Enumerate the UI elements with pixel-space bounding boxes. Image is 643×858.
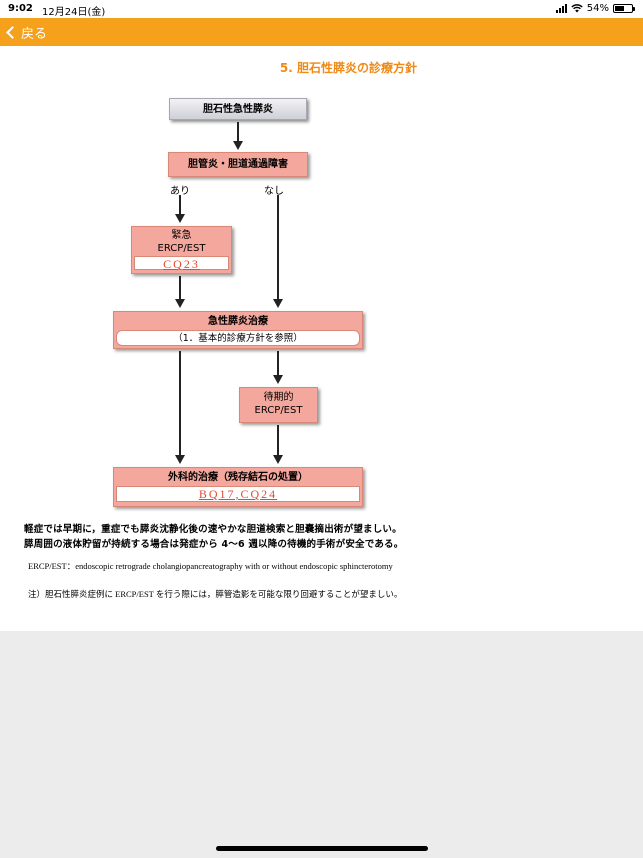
arrow-emergency-head xyxy=(175,299,185,308)
back-label: 戻る xyxy=(21,27,48,42)
arrow-yes xyxy=(179,195,181,215)
flow-box-gallstone-pancreatitis: 胆石性急性膵炎 xyxy=(169,98,307,120)
battery-icon xyxy=(613,4,635,13)
back-button[interactable]: 戻る xyxy=(6,23,48,42)
flow-box-label: 緊急 xyxy=(171,230,192,241)
arrow-no xyxy=(277,195,279,300)
arrow-no-head xyxy=(273,299,283,308)
label-yes: あり xyxy=(170,186,190,197)
flow-box-label: 外科的治療（残存結石の処置） xyxy=(168,472,308,483)
battery-percent: 54% xyxy=(586,3,609,14)
ref-link-cq23[interactable]: CQ23 xyxy=(163,257,200,271)
arrow-delayed-to-surgery xyxy=(277,425,279,456)
arrow-delayed-to-surgery-head xyxy=(273,455,283,464)
flow-box-label: ERCP/EST xyxy=(254,405,303,416)
arrow-yes-head xyxy=(175,214,185,223)
status-time: 9:02 xyxy=(8,3,33,14)
battery-level xyxy=(615,6,624,11)
footnote-note: 注）胆石性膵炎症例に ERCP/EST を行う際には，膵管造影を可能な限り回避す… xyxy=(28,589,403,599)
home-indicator[interactable] xyxy=(216,846,428,851)
page-title: 5. 胆石性膵炎の診療方針 xyxy=(279,61,417,75)
label-no: なし xyxy=(264,186,284,197)
status-indicators: 54% xyxy=(555,3,635,14)
flow-box-sublabel: （1．基本的診療方針を参照） xyxy=(173,333,303,344)
flow-box-sub: （1．基本的診療方針を参照） xyxy=(116,330,360,346)
flow-box-label: 待期的 xyxy=(263,392,294,403)
arrow-treatment-to-delayed xyxy=(277,351,279,376)
ref-box: CQ23 xyxy=(134,256,229,271)
flow-box-emergency-ercp: 緊急 ERCP/EST CQ23 xyxy=(131,226,232,274)
signal-icon xyxy=(555,4,567,13)
flow-box-surgical-treatment: 外科的治療（残存結石の処置） BQ17,CQ24 xyxy=(113,467,363,507)
nav-bar: 戻る xyxy=(0,18,643,46)
arrow-treatment-to-delayed-head xyxy=(273,375,283,384)
arrow-treatment-to-surgery xyxy=(179,351,181,456)
ref-box: BQ17,CQ24 xyxy=(116,486,360,502)
flow-box-label: 胆管炎・胆道通過障害 xyxy=(188,159,288,170)
flow-box-acute-pancreatitis-treatment: 急性膵炎治療 （1．基本的診療方針を参照） xyxy=(113,311,363,349)
arrow-1 xyxy=(237,122,239,142)
flow-box-label: 胆石性急性膵炎 xyxy=(203,103,273,115)
note-line-2: 膵周囲の液体貯留が持続する場合は発症から 4〜6 週以降の待機的手術が安全である… xyxy=(24,539,404,550)
note-line-1: 軽症では早期に，重症でも膵炎沈静化後の速やかな胆道検索と胆嚢摘出術が望ましい。 xyxy=(24,524,402,535)
flow-box-label: ERCP/EST xyxy=(157,243,206,254)
flow-box-delayed-ercp: 待期的 ERCP/EST xyxy=(239,387,318,423)
status-date: 12月24日(金) xyxy=(42,7,106,18)
flow-box-label: 急性膵炎治療 xyxy=(208,316,268,327)
chevron-left-icon xyxy=(6,26,19,39)
ref-link-bq17-cq24[interactable]: BQ17,CQ24 xyxy=(198,487,278,501)
arrow-1-head xyxy=(233,141,243,150)
flow-box-cholangitis: 胆管炎・胆道通過障害 xyxy=(168,152,308,177)
status-bar: 9:02 12月24日(金) 54% xyxy=(0,0,643,18)
wifi-icon xyxy=(571,4,583,13)
footnote-abbreviation: ERCP/EST：endoscopic retrograde cholangio… xyxy=(28,561,393,571)
arrow-emergency xyxy=(179,276,181,300)
arrow-treatment-to-surgery-head xyxy=(175,455,185,464)
